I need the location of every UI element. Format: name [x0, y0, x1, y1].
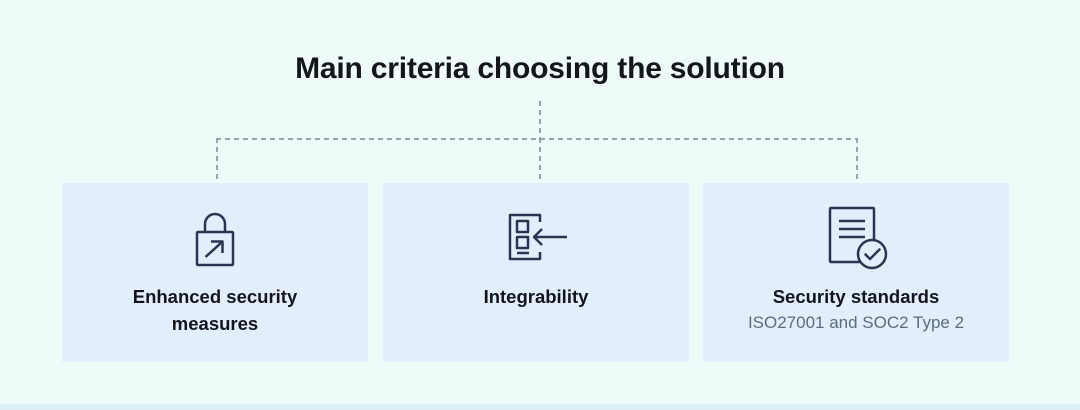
card-label: Security standards: [772, 286, 940, 307]
card-label: Enhanced security measures: [132, 286, 298, 334]
card-label: Integrability: [483, 286, 589, 307]
connector-horizontal-bar: [216, 138, 858, 140]
card-integrability: Integrability: [383, 183, 689, 362]
card-sublabel: ISO27001 and SOC2 Type 2: [747, 313, 965, 332]
card-enhanced-security: Enhanced security measures: [62, 183, 368, 362]
connector-title-drop: [539, 101, 541, 138]
connector-stub-left: [216, 138, 218, 183]
document-check-icon: [703, 206, 1009, 270]
connector-stub-center: [539, 138, 541, 183]
page-title: Main criteria choosing the solution: [295, 52, 785, 85]
integration-input-icon: [383, 206, 689, 268]
lock-arrow-icon: [62, 206, 368, 268]
card-security-standards: Security standards ISO27001 and SOC2 Typ…: [703, 183, 1009, 362]
connector-stub-right: [856, 138, 858, 183]
bottom-accent-bar: [0, 404, 1080, 410]
